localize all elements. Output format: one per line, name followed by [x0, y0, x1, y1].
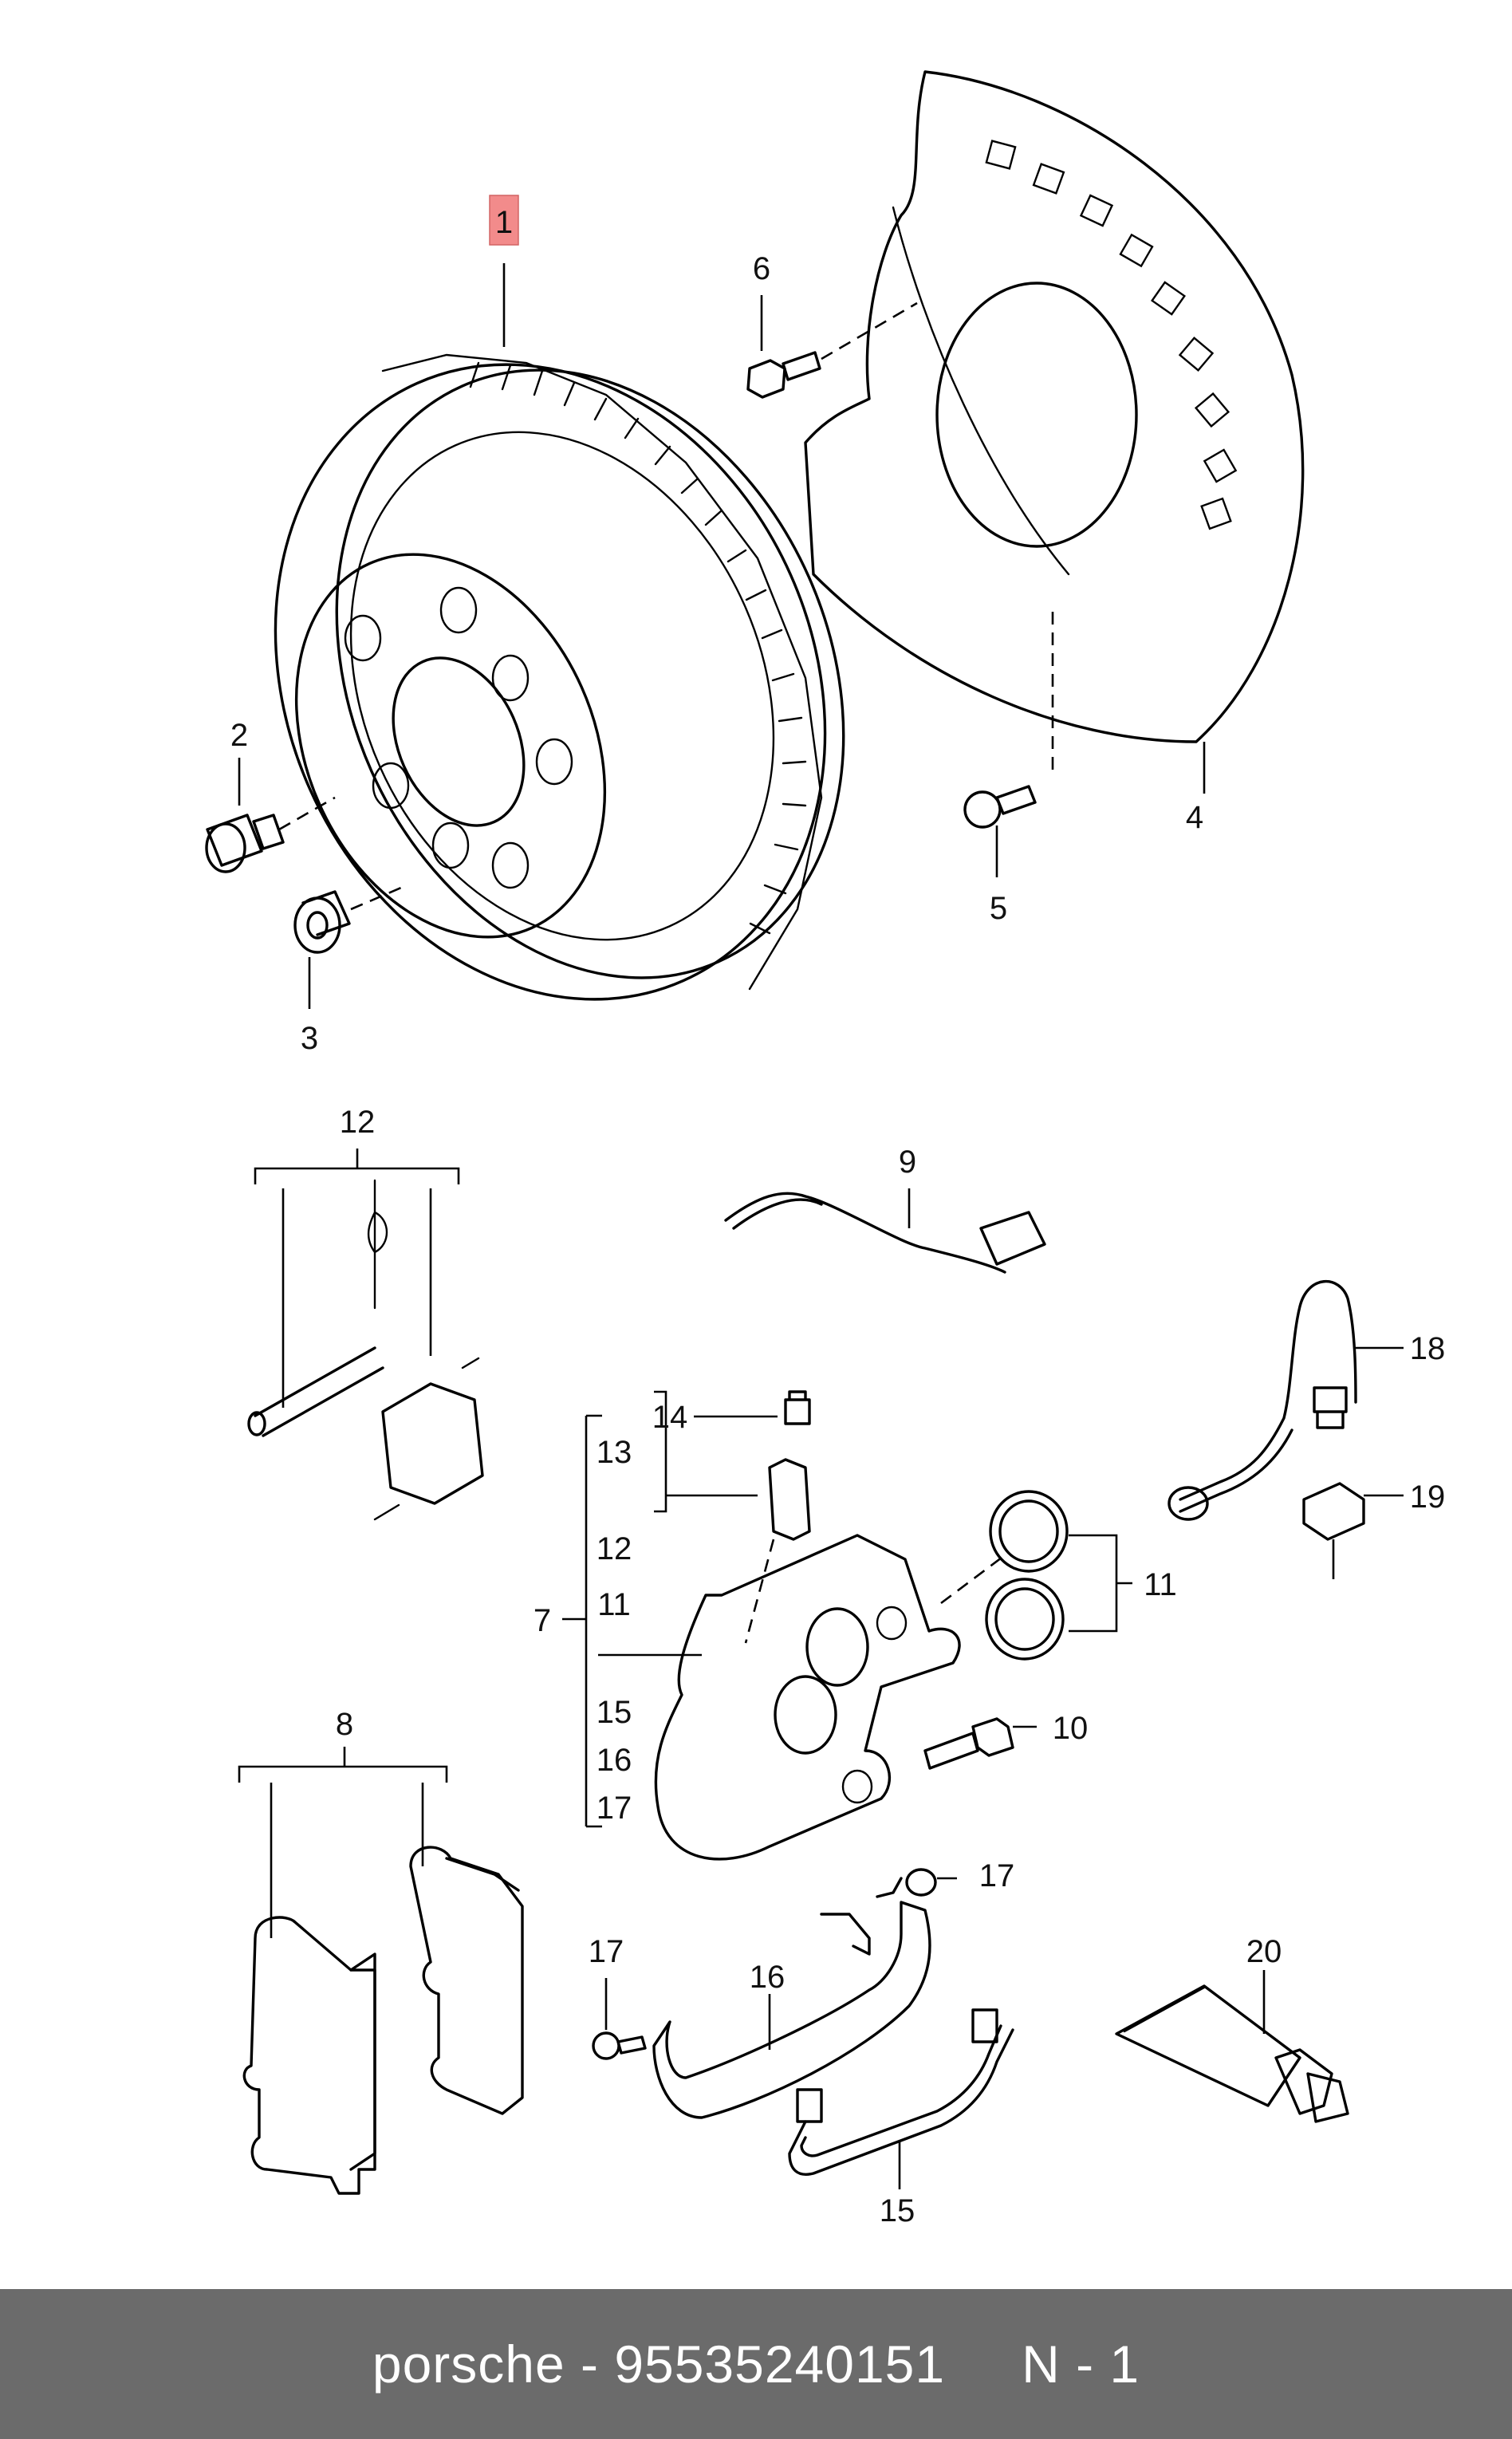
wheel-bolt: 2	[205, 718, 336, 873]
clip-19: 19	[1302, 1480, 1446, 1579]
callout-15-group: 15	[597, 1695, 632, 1730]
callout-14: 14	[652, 1400, 688, 1435]
callout-2: 2	[230, 718, 248, 753]
screw-17-lower: 17	[589, 1934, 647, 2060]
callout-5: 5	[990, 891, 1007, 926]
footer-bar: porsche - 95535240151 N - 1	[0, 2289, 1512, 2439]
callout-11: 11	[1144, 1567, 1177, 1602]
caliper-group: 7 13 12 11 15 16 17 14 11	[534, 1390, 1177, 1861]
callout-3: 3	[301, 1021, 318, 1056]
callout-12: 12	[340, 1105, 376, 1140]
quantity-text: N - 1	[1022, 2335, 1140, 2394]
callout-12-group: 12	[597, 1531, 632, 1566]
bracket-16: 16	[652, 1901, 931, 2119]
cover-screw-5: 5	[963, 606, 1054, 926]
callout-13: 13	[597, 1435, 632, 1470]
caliper-bolt-10: 10	[923, 1711, 1089, 1770]
callout-19: 19	[1410, 1480, 1446, 1515]
brake-disc: 1	[274, 195, 845, 1001]
callout-20: 20	[1246, 1934, 1282, 1969]
part-number-text: porsche - 95535240151	[372, 2335, 946, 2394]
callout-7: 7	[534, 1603, 551, 1638]
callout-17-group: 17	[597, 1791, 632, 1826]
callout-4: 4	[1186, 800, 1203, 835]
callout-8: 8	[336, 1707, 353, 1742]
callout-1-highlight	[489, 195, 519, 246]
bush: 3	[293, 884, 408, 1056]
screw-17-upper: 17	[876, 1858, 1015, 1898]
callout-18: 18	[1410, 1331, 1446, 1366]
callout-17: 17	[979, 1858, 1015, 1893]
brake-line-18: 18	[1167, 1279, 1446, 1521]
callout-1: 1	[495, 205, 513, 240]
hex-bolt-6: 6	[746, 251, 918, 399]
callout-17-lower: 17	[589, 1934, 624, 1969]
wear-sensor: 9	[724, 1145, 1046, 1274]
callout-16-group: 16	[597, 1743, 632, 1778]
paste-tube: 20	[1115, 1934, 1349, 2123]
callout-16: 16	[750, 1960, 786, 1995]
brake-parts-diagram: 1 2 3 4 5	[205, 70, 1446, 2228]
callout-6: 6	[753, 251, 770, 286]
brake-pads: 8	[238, 1707, 524, 2195]
callout-15: 15	[880, 2193, 915, 2228]
callout-9: 9	[899, 1145, 916, 1180]
pin-kit: 12	[247, 1105, 484, 1521]
callout-10: 10	[1053, 1711, 1089, 1746]
brake-pipe-15: 15	[788, 2008, 1014, 2228]
callout-11-group: 11	[597, 1587, 631, 1622]
brake-cover-plate: 4	[804, 70, 1305, 835]
